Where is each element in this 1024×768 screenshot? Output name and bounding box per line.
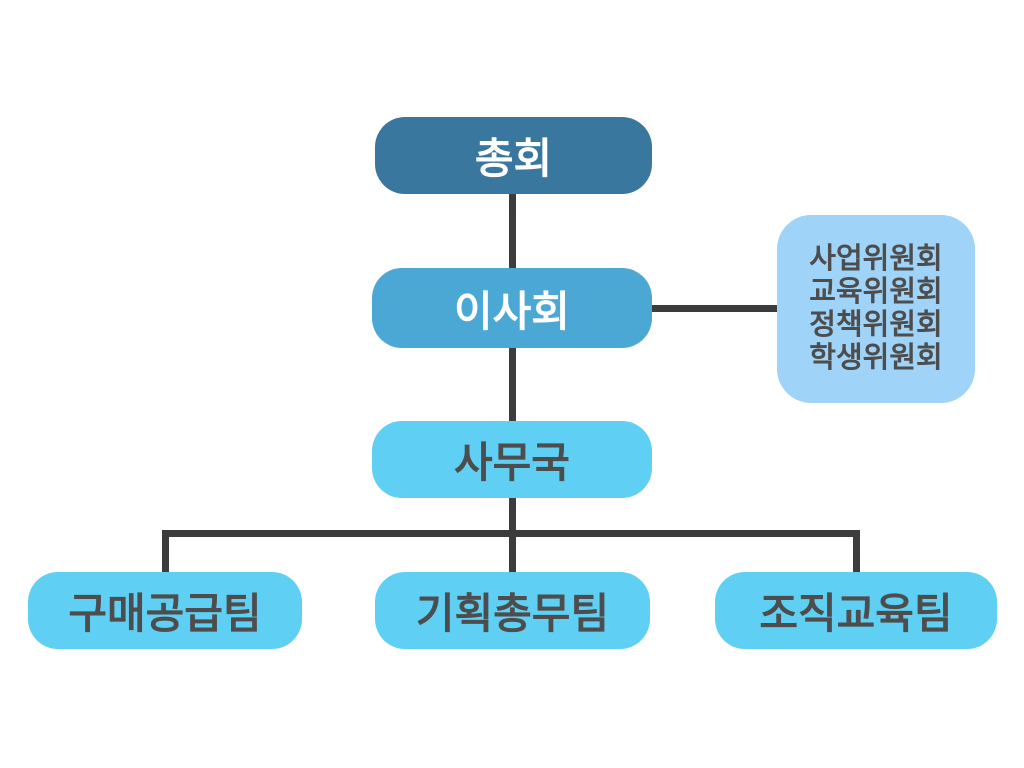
committee-policy: 정책위원회: [809, 309, 943, 341]
node-board-of-directors: 이사회: [372, 268, 652, 348]
node-general-assembly: 총회: [375, 117, 652, 194]
node-secretariat-label: 사무국: [454, 439, 570, 486]
connector-drop-team-organization: [853, 530, 860, 573]
node-team-planning-general-affairs: 기획총무팀: [375, 572, 650, 649]
node-team-purchasing-supply-label: 구매공급팀: [68, 590, 262, 637]
committee-student: 학생위원회: [809, 342, 943, 374]
node-team-organization-education-label: 조직교육팀: [759, 590, 953, 637]
committee-business: 사업위원회: [809, 243, 943, 275]
connector-board-committees: [650, 305, 778, 312]
node-team-planning-general-affairs-label: 기획총무팀: [415, 590, 610, 637]
node-team-purchasing-supply: 구매공급팀: [28, 572, 302, 649]
node-secretariat: 사무국: [372, 421, 652, 498]
connector-assembly-board: [509, 193, 516, 269]
connector-drop-team-planning: [509, 530, 516, 573]
connector-secretariat-stem: [509, 497, 516, 534]
node-team-organization-education: 조직교육팀: [715, 572, 997, 649]
connector-board-secretariat: [509, 347, 516, 422]
node-committees-list: 사업위원회 교육위원회 정책위원회 학생위원회: [777, 215, 975, 403]
connector-drop-team-purchasing: [162, 530, 169, 573]
committee-education: 교육위원회: [809, 276, 943, 308]
node-general-assembly-label: 총회: [474, 135, 553, 182]
node-board-of-directors-label: 이사회: [454, 287, 570, 335]
